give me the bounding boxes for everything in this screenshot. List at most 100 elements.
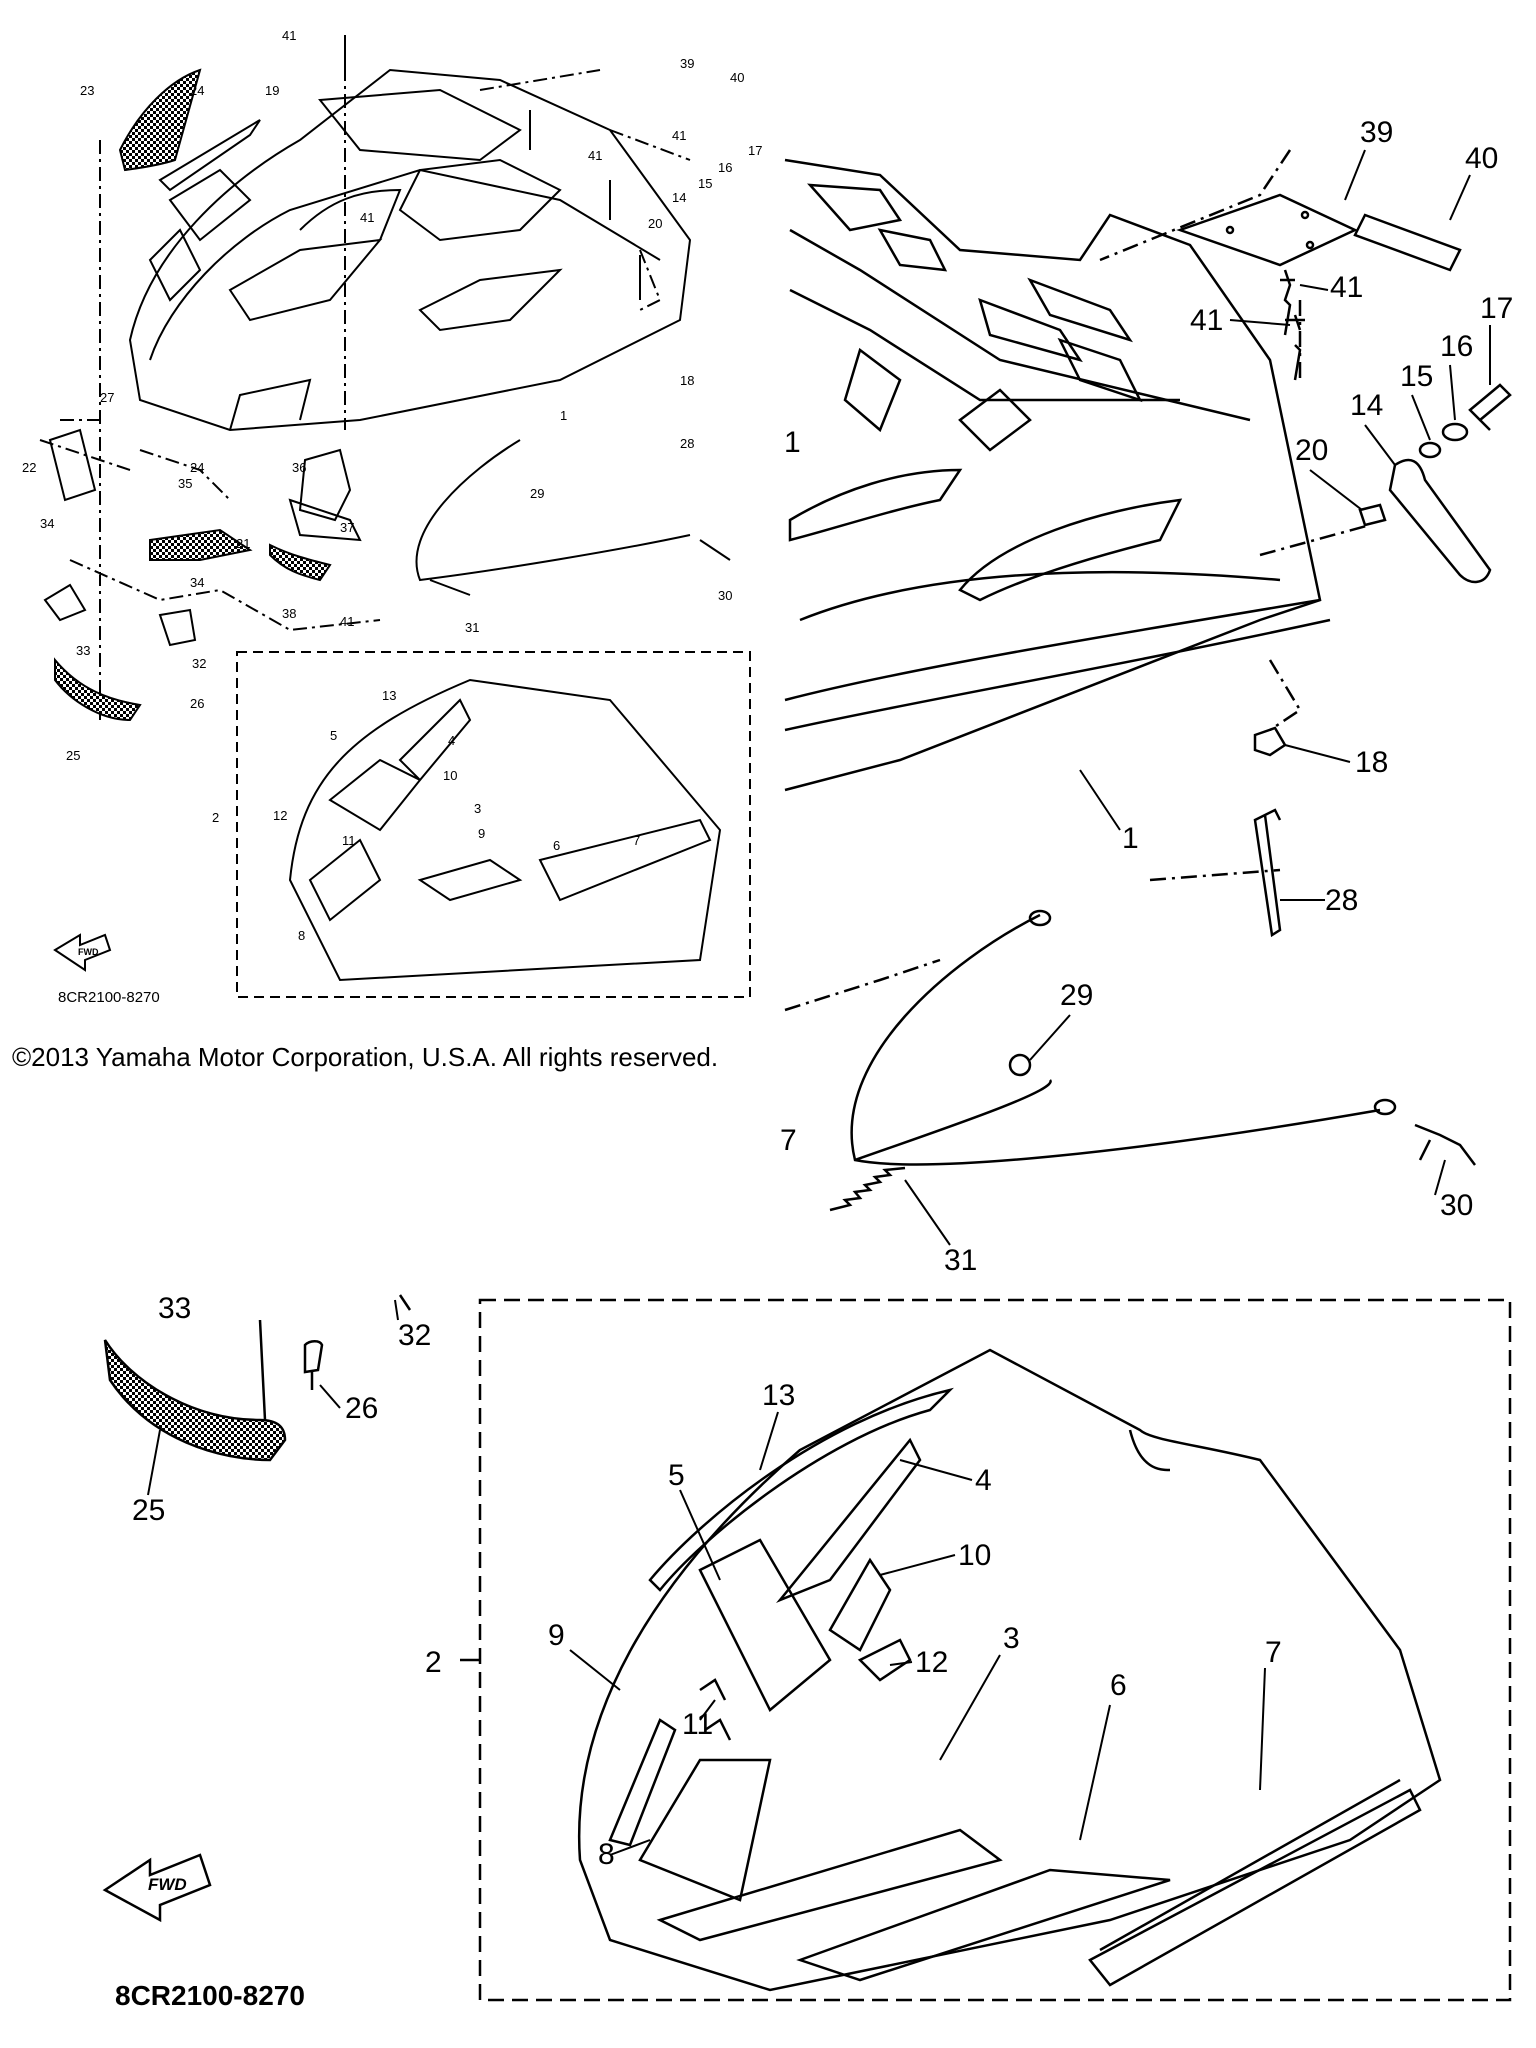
callout-1: 1 bbox=[1122, 822, 1139, 855]
part-17-bolt bbox=[1468, 383, 1512, 431]
part-12-clip bbox=[857, 1638, 912, 1682]
callout-12: 12 bbox=[915, 1646, 948, 1679]
part-31-spring bbox=[829, 1166, 906, 1212]
callout-9: 9 bbox=[548, 1619, 565, 1652]
overview-callout-41: 41 bbox=[340, 614, 354, 629]
overview-callout-32: 32 bbox=[192, 656, 206, 671]
overview-part-36 bbox=[288, 448, 362, 542]
part-15-spacer bbox=[1418, 441, 1442, 459]
detail-leader-lines bbox=[147, 149, 1491, 1856]
part-41-rivet-2 bbox=[1285, 314, 1305, 381]
overview-callout-12: 12 bbox=[273, 808, 287, 823]
copyright-notice: ©2013 Yamaha Motor Corporation, U.S.A. A… bbox=[12, 1042, 719, 1072]
overview-callout-27: 27 bbox=[100, 390, 114, 405]
callout-41-b: 41 bbox=[1190, 304, 1223, 337]
overview-callout-30: 30 bbox=[718, 588, 732, 603]
detail-inset-box bbox=[478, 1298, 1512, 2002]
part-26-rivet bbox=[303, 1340, 324, 1390]
overview-callout-3: 3 bbox=[474, 801, 481, 816]
callout-11: 11 bbox=[682, 1708, 713, 1741]
overview-hood-outline bbox=[128, 68, 692, 432]
callout-13: 13 bbox=[762, 1379, 795, 1412]
callout-7: 7 bbox=[1265, 1636, 1282, 1669]
overview-callout-39: 39 bbox=[680, 56, 694, 71]
overview-callout-7: 7 bbox=[633, 833, 640, 848]
callout-31: 31 bbox=[944, 1244, 977, 1277]
overview-callout-29: 29 bbox=[530, 486, 544, 501]
overview-callout-4: 4 bbox=[448, 733, 455, 748]
callout-2: 2 bbox=[425, 1646, 442, 1679]
overview-callout-26: 26 bbox=[190, 696, 204, 711]
part-25-mesh bbox=[103, 1339, 287, 1462]
callout-14: 14 bbox=[1350, 389, 1383, 422]
part-8-panel bbox=[638, 1758, 772, 1902]
callout-41-a: 41 bbox=[1330, 271, 1363, 304]
overview-callout-34: 34 bbox=[190, 575, 204, 590]
part-29-clip bbox=[1008, 1053, 1032, 1077]
overview-callout-24: 24 bbox=[190, 83, 204, 98]
overview-callout-41: 41 bbox=[672, 128, 686, 143]
overview-callout-8: 8 bbox=[298, 928, 305, 943]
overview-callout-38: 38 bbox=[282, 606, 296, 621]
overview-callout-14: 14 bbox=[672, 190, 686, 205]
callout-28: 28 bbox=[1325, 884, 1358, 917]
callout-7-cut: 7 bbox=[780, 1124, 797, 1157]
overview-callout-13: 13 bbox=[382, 688, 396, 703]
detail-bottom-left bbox=[103, 1294, 412, 1462]
overview-callout-16: 16 bbox=[718, 160, 732, 175]
overview-callout-6: 6 bbox=[553, 838, 560, 853]
part-16-washer bbox=[1441, 422, 1469, 442]
part-13-decal bbox=[648, 1387, 954, 1592]
callout-18: 18 bbox=[1355, 746, 1388, 779]
overview-callout-24: 24 bbox=[190, 460, 204, 475]
overview-callout-18: 18 bbox=[680, 373, 694, 388]
part-11-rivets bbox=[699, 1678, 732, 1741]
callout-39: 39 bbox=[1360, 116, 1393, 149]
part-28-tie bbox=[1253, 808, 1282, 938]
overview-fwd-text: FWD bbox=[78, 947, 99, 957]
overview-callout-31: 31 bbox=[465, 620, 479, 635]
overview-callout-23: 23 bbox=[80, 83, 94, 98]
overview-inset-box bbox=[236, 651, 751, 998]
overview-callout-28: 28 bbox=[680, 436, 694, 451]
part-18-grommet bbox=[1253, 726, 1287, 757]
overview-part-23 bbox=[118, 68, 202, 172]
detail-inset-group bbox=[460, 1298, 1512, 2002]
part-30-pin bbox=[1414, 1123, 1476, 1166]
overview-diagram bbox=[39, 35, 751, 998]
detail-hardware bbox=[829, 193, 1512, 1212]
callout-16: 16 bbox=[1440, 330, 1473, 363]
callout-15: 15 bbox=[1400, 360, 1433, 393]
cable-wire bbox=[850, 913, 1381, 1166]
callout-20: 20 bbox=[1295, 434, 1328, 467]
part-7-decal bbox=[1088, 1788, 1422, 1987]
overview-callout-36: 36 bbox=[292, 460, 306, 475]
detail-diagram-code: 8CR2100-8270 bbox=[115, 1980, 305, 2011]
overview-callout-34: 34 bbox=[40, 516, 54, 531]
part-6-decal bbox=[796, 1868, 1171, 1982]
overview-part-25 bbox=[54, 657, 142, 722]
overview-cable bbox=[415, 439, 691, 582]
callout-26: 26 bbox=[345, 1392, 378, 1425]
overview-callout-10: 10 bbox=[443, 768, 457, 783]
callout-30: 30 bbox=[1440, 1189, 1473, 1222]
callout-8: 8 bbox=[598, 1838, 615, 1871]
part-5-panel bbox=[698, 1538, 832, 1712]
callout-4: 4 bbox=[975, 1464, 992, 1497]
overview-callout-35: 35 bbox=[178, 476, 192, 491]
callout-1-cut: 1 bbox=[784, 426, 801, 459]
overview-callout-37: 37 bbox=[340, 520, 354, 535]
detail-fwd-text: FWD bbox=[148, 1875, 187, 1894]
callout-25: 25 bbox=[132, 1494, 165, 1527]
overview-callout-33: 33 bbox=[76, 643, 90, 658]
part-41-rivet bbox=[1280, 269, 1295, 336]
callout-29: 29 bbox=[1060, 979, 1093, 1012]
part-9-decal bbox=[608, 1718, 677, 1847]
part-2-cover bbox=[577, 1348, 1442, 1992]
overview-diagram-code: 8CR2100-8270 bbox=[58, 989, 160, 1006]
detail-fwd-arrow bbox=[102, 1853, 212, 1923]
callout-17: 17 bbox=[1480, 292, 1513, 325]
overview-callout-2: 2 bbox=[212, 810, 219, 825]
overview-callout-40: 40 bbox=[730, 70, 744, 85]
